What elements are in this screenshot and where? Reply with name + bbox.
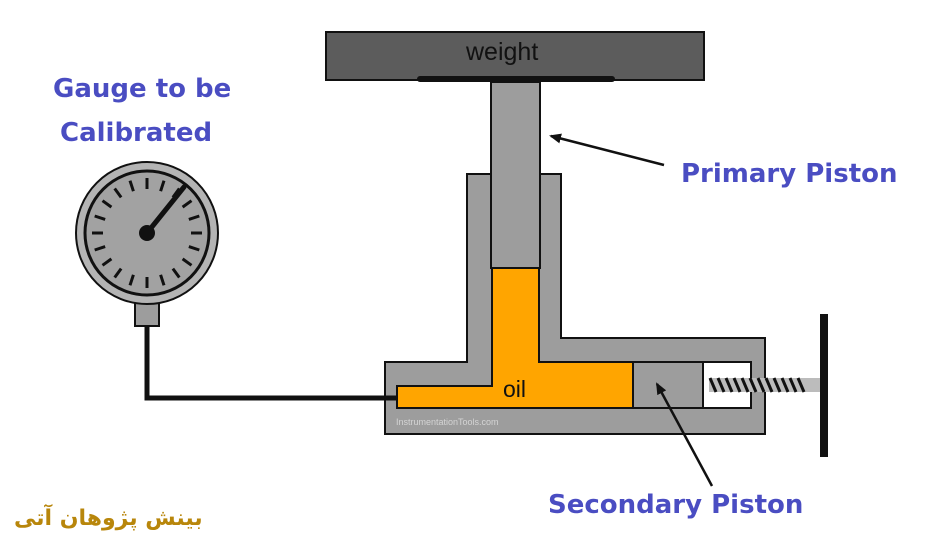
secondary-piston-label: Secondary Piston [548, 490, 804, 520]
weight-label: weight [466, 38, 539, 66]
primary-piston-label: Primary Piston [681, 159, 898, 189]
weight-block [325, 31, 705, 81]
pressure-gauge [75, 161, 219, 327]
gauge-pipe [144, 326, 398, 401]
gauge-tick [188, 214, 200, 221]
gauge-tick [159, 274, 166, 286]
gauge-tick [181, 199, 193, 209]
gauge-needle [144, 184, 187, 236]
gauge-tick [181, 257, 193, 267]
primary-piston-arrow [549, 133, 665, 167]
gauge-tick [113, 187, 123, 199]
gauge-stem [134, 301, 160, 327]
screw-thread [708, 377, 806, 393]
gauge-tick [159, 180, 166, 192]
gauge-tick [101, 199, 113, 209]
gauge-tick [128, 274, 135, 286]
gauge-tick [171, 267, 181, 279]
gauge-pivot [139, 225, 155, 241]
gauge-tick [101, 257, 113, 267]
gauge-tick [94, 214, 106, 221]
gauge-tick [113, 267, 123, 279]
gauge-tick [128, 180, 135, 192]
oil-label: oil [503, 376, 527, 402]
secondary-piston [632, 361, 704, 409]
gauge-tick [94, 245, 106, 252]
primary-piston [490, 81, 541, 269]
gauge-label-line-2: Calibrated [60, 118, 213, 148]
company-logo: بینش پژوهان آتی [14, 506, 203, 531]
gauge-label-line-1: Gauge to be [53, 74, 232, 104]
secondary-piston-arrow [655, 382, 714, 487]
watermark: InstrumentationTools.com [396, 417, 499, 427]
gauge-tick [188, 245, 200, 252]
